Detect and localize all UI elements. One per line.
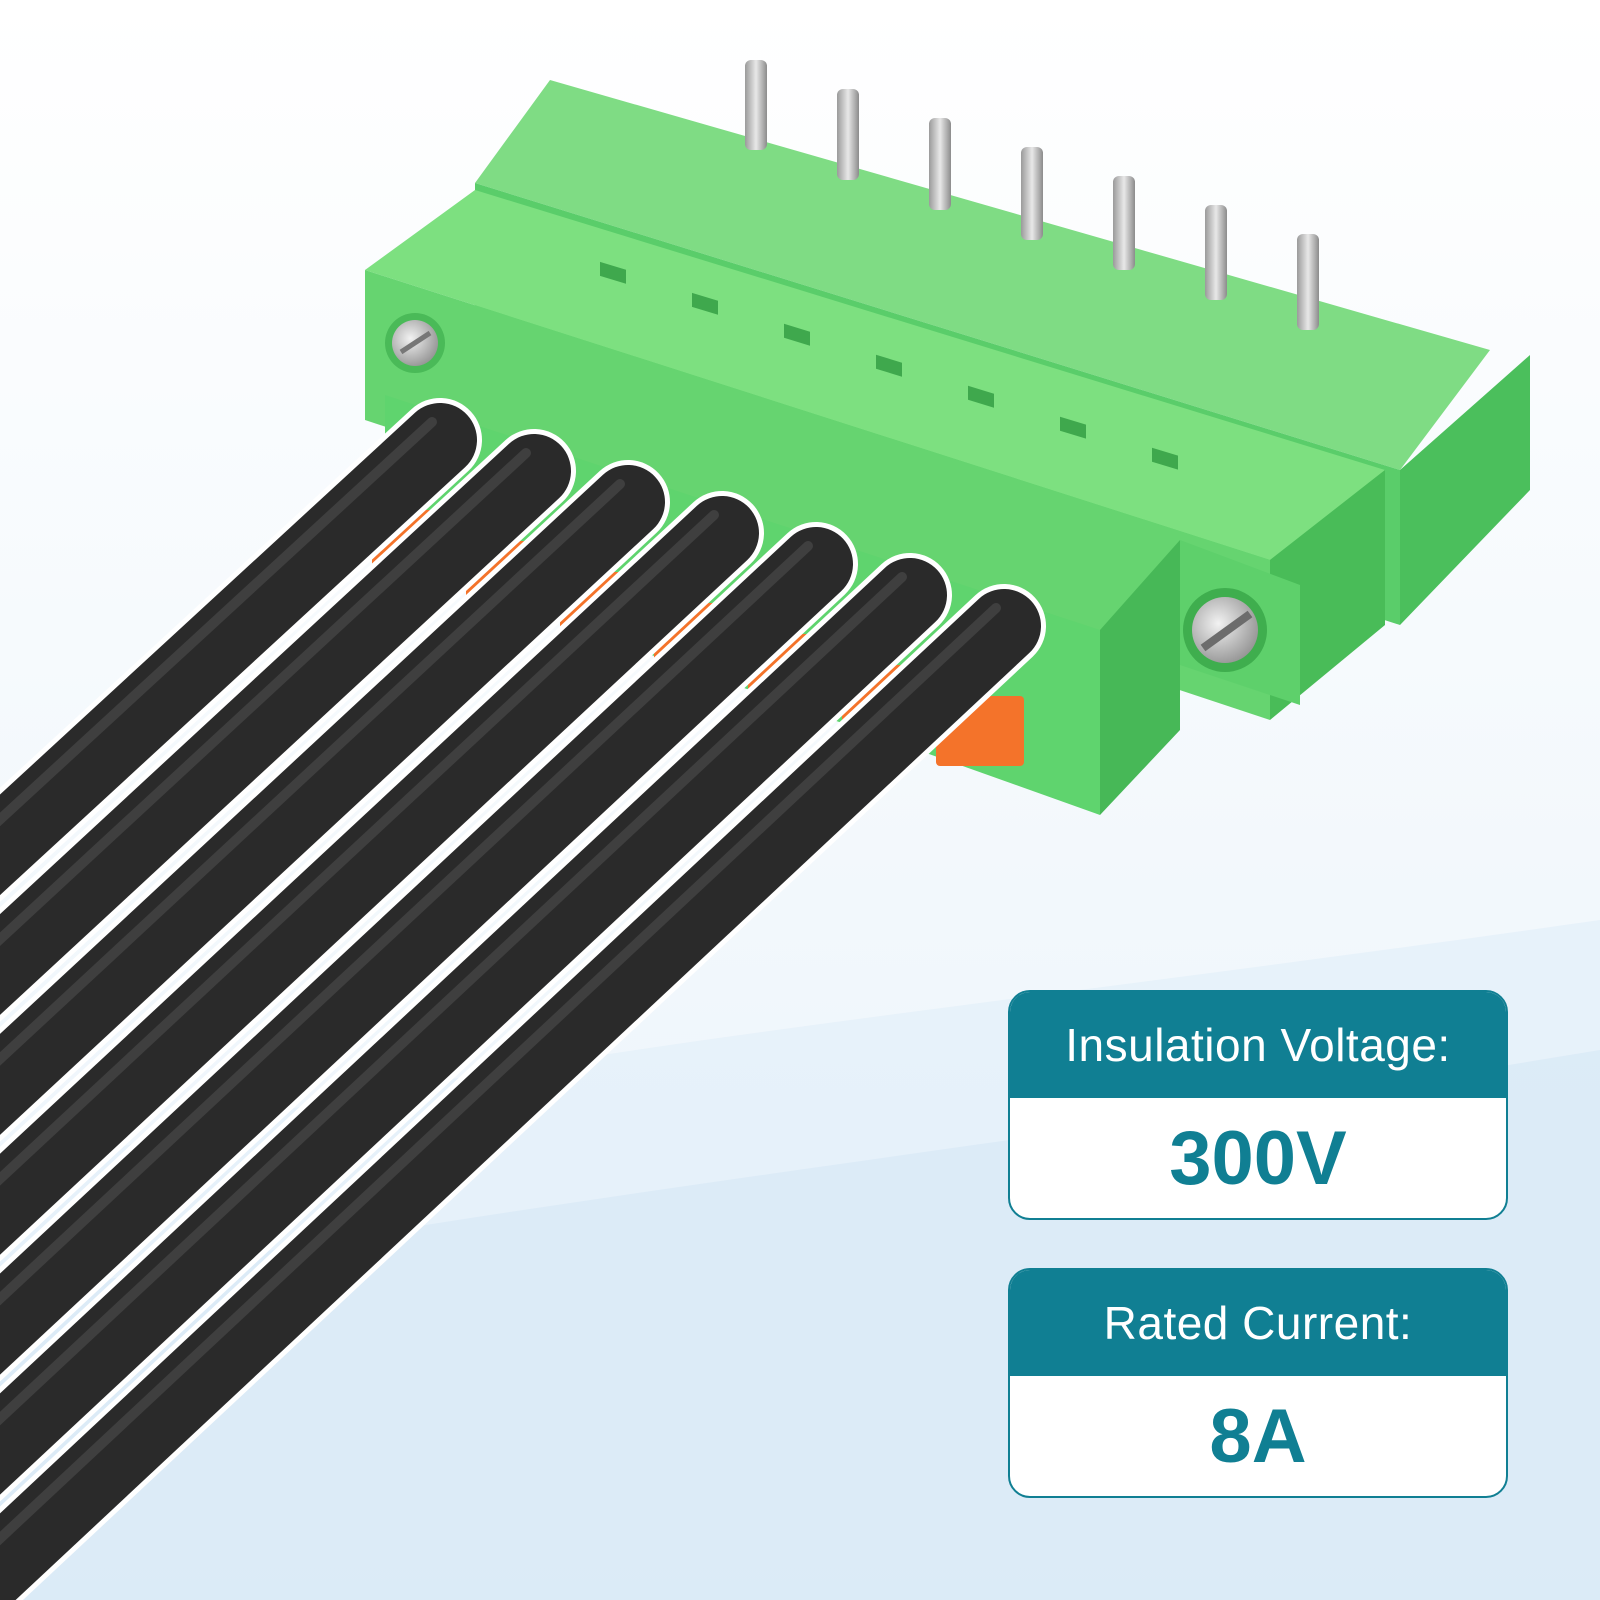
pin bbox=[1113, 176, 1135, 270]
marker-windows bbox=[600, 261, 1178, 470]
pin bbox=[1297, 234, 1319, 330]
pin bbox=[745, 60, 767, 150]
insulation-voltage-label: Insulation Voltage: bbox=[1010, 992, 1506, 1098]
marker-window bbox=[1152, 447, 1178, 470]
marker-window bbox=[968, 385, 994, 408]
pins bbox=[745, 60, 1319, 330]
wire-highlight bbox=[0, 510, 719, 1186]
rated-current-card: Rated Current: 8A bbox=[1008, 1268, 1508, 1498]
wire bbox=[0, 496, 759, 1255]
wire bbox=[0, 558, 947, 1495]
wire-highlight bbox=[0, 448, 531, 946]
rated-current-label: Rated Current: bbox=[1010, 1270, 1506, 1376]
screw-left bbox=[385, 313, 445, 373]
wire-highlight bbox=[0, 541, 813, 1306]
wires bbox=[0, 398, 1046, 1600]
insulation-voltage-value: 300V bbox=[1169, 1115, 1347, 1201]
screw-right bbox=[1183, 588, 1267, 672]
marker-window bbox=[600, 261, 626, 284]
wire bbox=[0, 589, 1041, 1600]
wire bbox=[0, 403, 477, 896]
wire bbox=[0, 527, 853, 1375]
pin bbox=[1205, 205, 1227, 300]
marker-window bbox=[692, 292, 718, 315]
insulation-voltage-card: Insulation Voltage: 300V bbox=[1008, 990, 1508, 1220]
wire-highlight bbox=[0, 417, 437, 827]
rated-current-value: 8A bbox=[1209, 1393, 1307, 1479]
wire bbox=[0, 434, 571, 1015]
wire-highlight bbox=[0, 603, 1001, 1546]
marker-window bbox=[784, 323, 810, 346]
pin bbox=[1021, 147, 1043, 240]
pin bbox=[929, 118, 951, 210]
marker-window bbox=[876, 354, 902, 377]
wire-highlight bbox=[0, 572, 907, 1426]
pin bbox=[837, 89, 859, 180]
wire bbox=[0, 465, 665, 1135]
marker-window bbox=[1060, 416, 1086, 439]
wire-highlight bbox=[0, 479, 625, 1066]
